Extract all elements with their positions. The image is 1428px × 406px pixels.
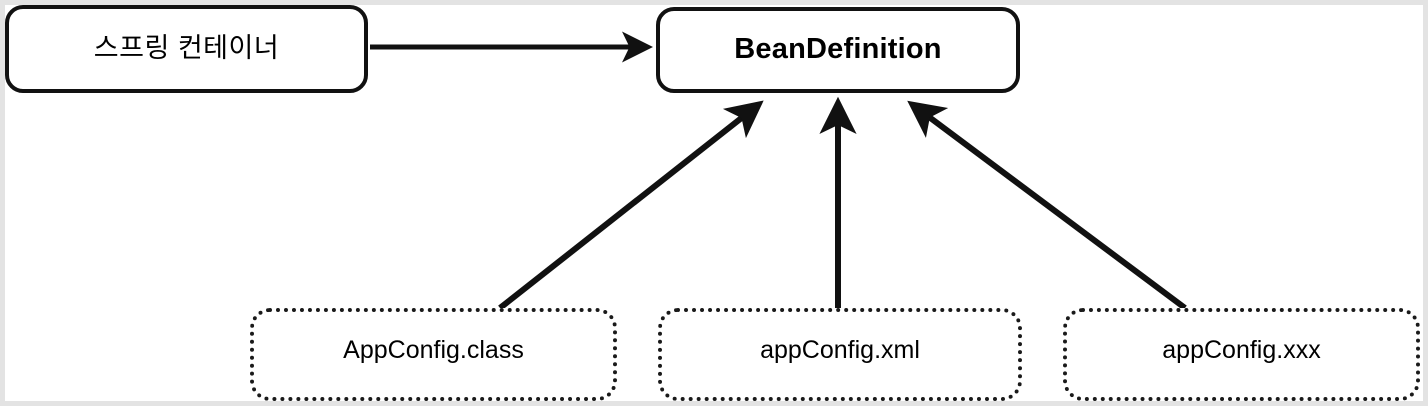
node-appconfig-xxx[interactable]: appConfig.xxx [1063,308,1420,401]
node-bean-definition[interactable]: BeanDefinition [656,7,1020,93]
node-appconfig-xml-label: appConfig.xml [760,335,920,364]
node-spring-container-label: 스프링 컨테이너 [93,33,280,64]
node-appconfig-class-label: AppConfig.class [343,335,524,364]
node-appconfig-xml[interactable]: appConfig.xml [658,308,1022,401]
edge-xxx-to-beandefinition [907,100,1187,311]
node-bean-definition-label: BeanDefinition [734,33,942,66]
node-spring-container[interactable]: 스프링 컨테이너 [5,5,368,93]
edge-class-to-beandefinition [498,100,764,311]
node-appconfig-xxx-label: appConfig.xxx [1162,335,1321,364]
node-appconfig-class[interactable]: AppConfig.class [250,308,617,401]
